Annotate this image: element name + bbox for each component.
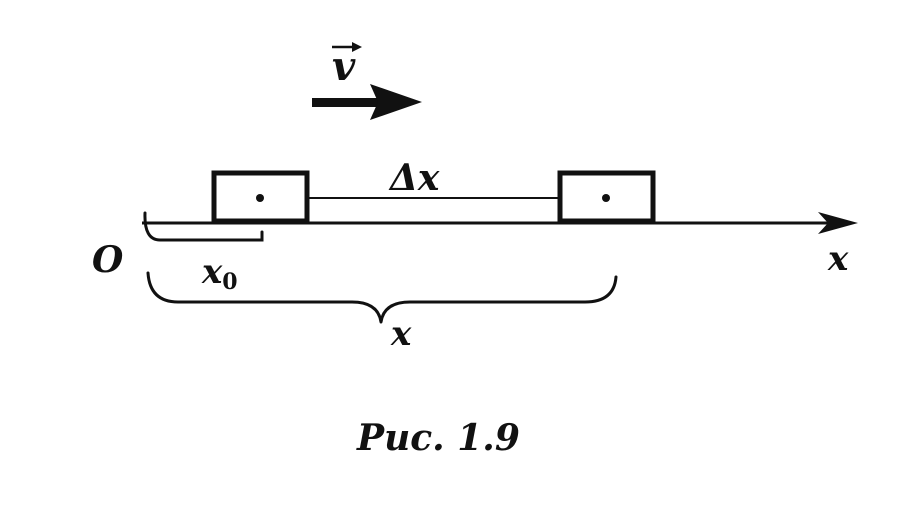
displacement-label: Δx [388,157,440,199]
initial-position-subscript: 0 [222,269,237,295]
figure-caption: Рис. 1.9 [356,417,520,459]
velocity-arrow [312,84,422,120]
block-final [557,170,656,224]
position-label: x [390,314,412,354]
x-axis-arrowhead [818,212,858,234]
initial-position-symbol: x [201,252,223,292]
initial-position-brace [143,211,264,242]
position-brace [146,271,618,324]
velocity-label-overarrow [332,42,362,52]
initial-position-label: x0 [201,252,238,295]
x-axis-label: x [827,239,849,279]
block-initial [211,170,310,224]
origin-label: O [92,239,124,281]
block-final-center-dot [602,194,610,202]
velocity-vector: v [312,42,422,120]
block-initial-center-dot [256,194,264,202]
